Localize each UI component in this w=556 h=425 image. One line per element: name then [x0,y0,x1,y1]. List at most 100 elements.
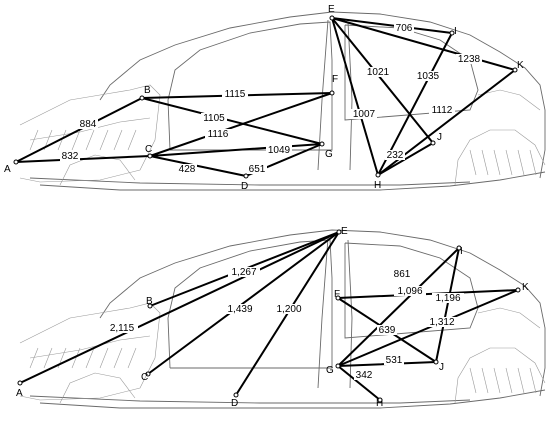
reference-point-k [515,287,521,293]
car-body-detail [85,129,95,151]
point-label-h: H [374,180,381,191]
car-body-detail [493,149,501,176]
car-body-outline [59,372,136,404]
point-label-i: I [460,246,463,257]
point-label-j: J [437,132,442,143]
car-body-detail [493,367,501,394]
point-label-k: K [522,282,529,293]
car-body-outline [99,229,546,397]
reference-point-a [17,380,23,386]
point-label-d: D [241,181,248,192]
measurement-line-c-d [149,155,247,177]
point-label-b: B [146,296,153,307]
car-body-detail [517,367,525,394]
measurement-value-e-h: 1007 [353,109,376,120]
measurement-label-backing [273,304,305,314]
reference-point-e [329,15,335,21]
measurement-value-i-j: 1,096 [397,286,422,297]
measurement-label-backing [384,355,404,365]
measurement-label-backing [377,325,397,335]
car-body-detail [505,149,513,176]
reference-point-j [430,140,436,146]
measurement-line-e-h [331,17,379,176]
car-body-outline [59,154,136,186]
measurement-value-f-k: 1,196 [435,293,460,304]
point-label-e: E [341,226,348,237]
car-body-outline [317,19,329,171]
measurement-label-backing [106,323,138,333]
measurement-line-c-f [149,92,333,157]
measurement-value-c-g: 1049 [268,145,291,156]
measurement-value-e-k: 1238 [458,54,481,65]
point-label-e: E [328,4,335,15]
point-label-a: A [4,164,11,175]
car-body-outline [19,302,161,401]
reference-point-f [329,90,335,96]
car-body-detail [113,129,123,151]
measurement-label-backing [394,23,414,33]
car-body-outline [29,177,471,186]
point-label-k: K [517,60,524,71]
reference-point-h [377,397,383,403]
measurement-value-i-g: 861 [394,269,411,280]
car-body-outline [454,129,546,186]
car-body-detail [469,367,477,394]
car-body-outline [317,237,329,389]
measurement-label-backing [201,113,227,123]
car-body-outline [19,84,161,183]
car-body-detail [113,347,123,369]
reference-point-b [147,303,153,309]
car-body-detail [29,129,39,151]
car-body-detail [469,149,477,176]
car-body-outline [29,335,151,359]
measurement-label-backing [365,67,391,77]
reference-point-h [375,172,381,178]
car-body-detail [29,347,39,369]
car-body-outline [29,395,471,404]
measurement-value-e-b: 1,267 [231,267,256,278]
car-body-outline [454,347,546,404]
measurement-label-backing [354,370,374,380]
measurement-label-backing [222,89,248,99]
measurement-value-b-f: 1115 [225,89,246,100]
measurement-value-g-h: 342 [356,370,373,381]
car-body-detail [85,347,95,369]
measurement-label-backing [177,164,197,174]
reference-point-k [512,67,518,73]
point-label-c: C [145,144,152,155]
measurement-line-a-c [15,155,151,163]
measurement-line-g-k [337,289,519,367]
reference-point-i [456,245,462,251]
measurement-value-a-c: 832 [62,151,79,162]
measurement-line-c-g [149,143,323,157]
point-label-c: C [141,372,148,383]
measurement-line-j-h [377,142,434,176]
reference-point-a [13,159,19,165]
measurement-label-backing [385,150,405,160]
measurement-line-i-j [435,247,460,363]
reference-point-d [233,392,239,398]
car-body-outline [347,21,353,171]
measurement-value-k-h: 1112 [432,105,453,116]
car-body-outline [167,21,333,151]
top-car-view: ABCDEFGHIJK70612381021100710351112232111… [4,4,546,192]
point-label-f: F [332,74,338,85]
reference-point-f [335,295,341,301]
measurement-line-i-g [337,247,460,367]
measurement-line-e-a [19,231,340,384]
reference-point-c [145,371,151,377]
measurement-value-c-d: 428 [179,164,196,175]
reference-point-i [449,30,455,36]
point-label-g: G [326,365,334,376]
measurement-value-e-a: 2,115 [110,323,135,334]
car-body-detail [127,347,137,369]
reference-point-c [147,153,153,159]
measurement-label-backing [415,71,441,81]
car-body-detail [71,347,81,369]
measurement-label-backing [78,119,98,129]
car-body-outline [344,242,479,339]
car-body-detail [529,367,537,394]
car-body-outline [39,171,546,191]
